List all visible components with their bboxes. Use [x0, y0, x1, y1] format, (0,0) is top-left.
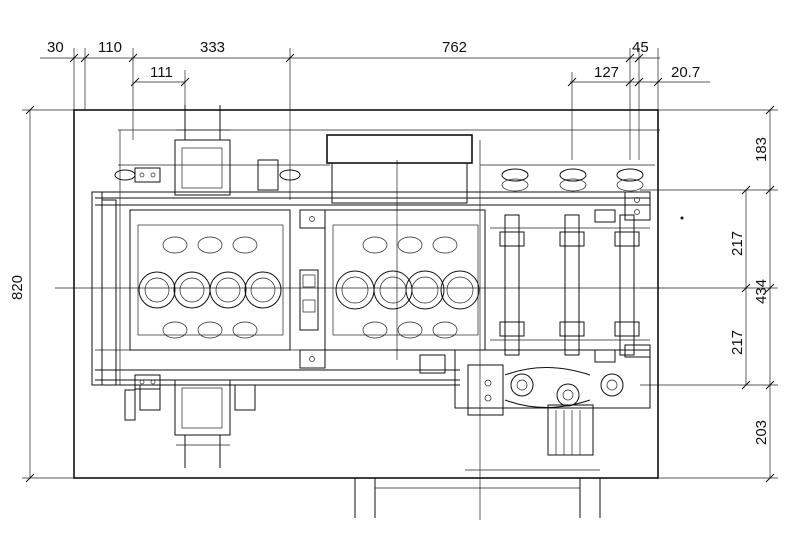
dim-217-lower: 217 — [729, 330, 746, 355]
bottom-rail — [95, 349, 470, 386]
engine-block-left — [129, 209, 291, 351]
left-dimension-line — [22, 105, 74, 483]
roller-conveyor — [490, 214, 650, 356]
right-dimension-lines — [640, 105, 778, 483]
top-rail — [95, 129, 660, 206]
dim-30: 30 — [47, 39, 64, 56]
dim-127: 127 — [594, 64, 619, 81]
base-frame — [73, 109, 659, 479]
engine-block-right — [324, 209, 486, 351]
dim-203: 203 — [753, 420, 770, 445]
dim-762: 762 — [442, 39, 467, 56]
left-side-devices — [124, 159, 279, 421]
center-clamp — [299, 269, 319, 331]
left-side-rails — [91, 130, 121, 386]
lower-stand — [354, 469, 601, 518]
reference-dot — [680, 216, 684, 220]
drive-unit — [454, 349, 651, 456]
upper-cylinder — [174, 105, 231, 196]
top-dimension-lines — [40, 48, 710, 200]
dim-333: 333 — [200, 39, 225, 56]
mount-brackets — [134, 167, 651, 390]
dim-20-7: 20.7 — [671, 64, 700, 81]
dim-217-upper: 217 — [729, 231, 746, 256]
lower-cylinder — [174, 379, 231, 468]
dim-183: 183 — [753, 137, 770, 162]
dim-434: 434 — [753, 279, 770, 304]
top-rollers — [114, 168, 644, 192]
dim-110: 110 — [98, 39, 122, 56]
dim-45: 45 — [632, 39, 649, 56]
dim-111: 111 — [150, 64, 173, 81]
dim-820: 820 — [9, 275, 26, 300]
top-hopper — [326, 134, 473, 204]
